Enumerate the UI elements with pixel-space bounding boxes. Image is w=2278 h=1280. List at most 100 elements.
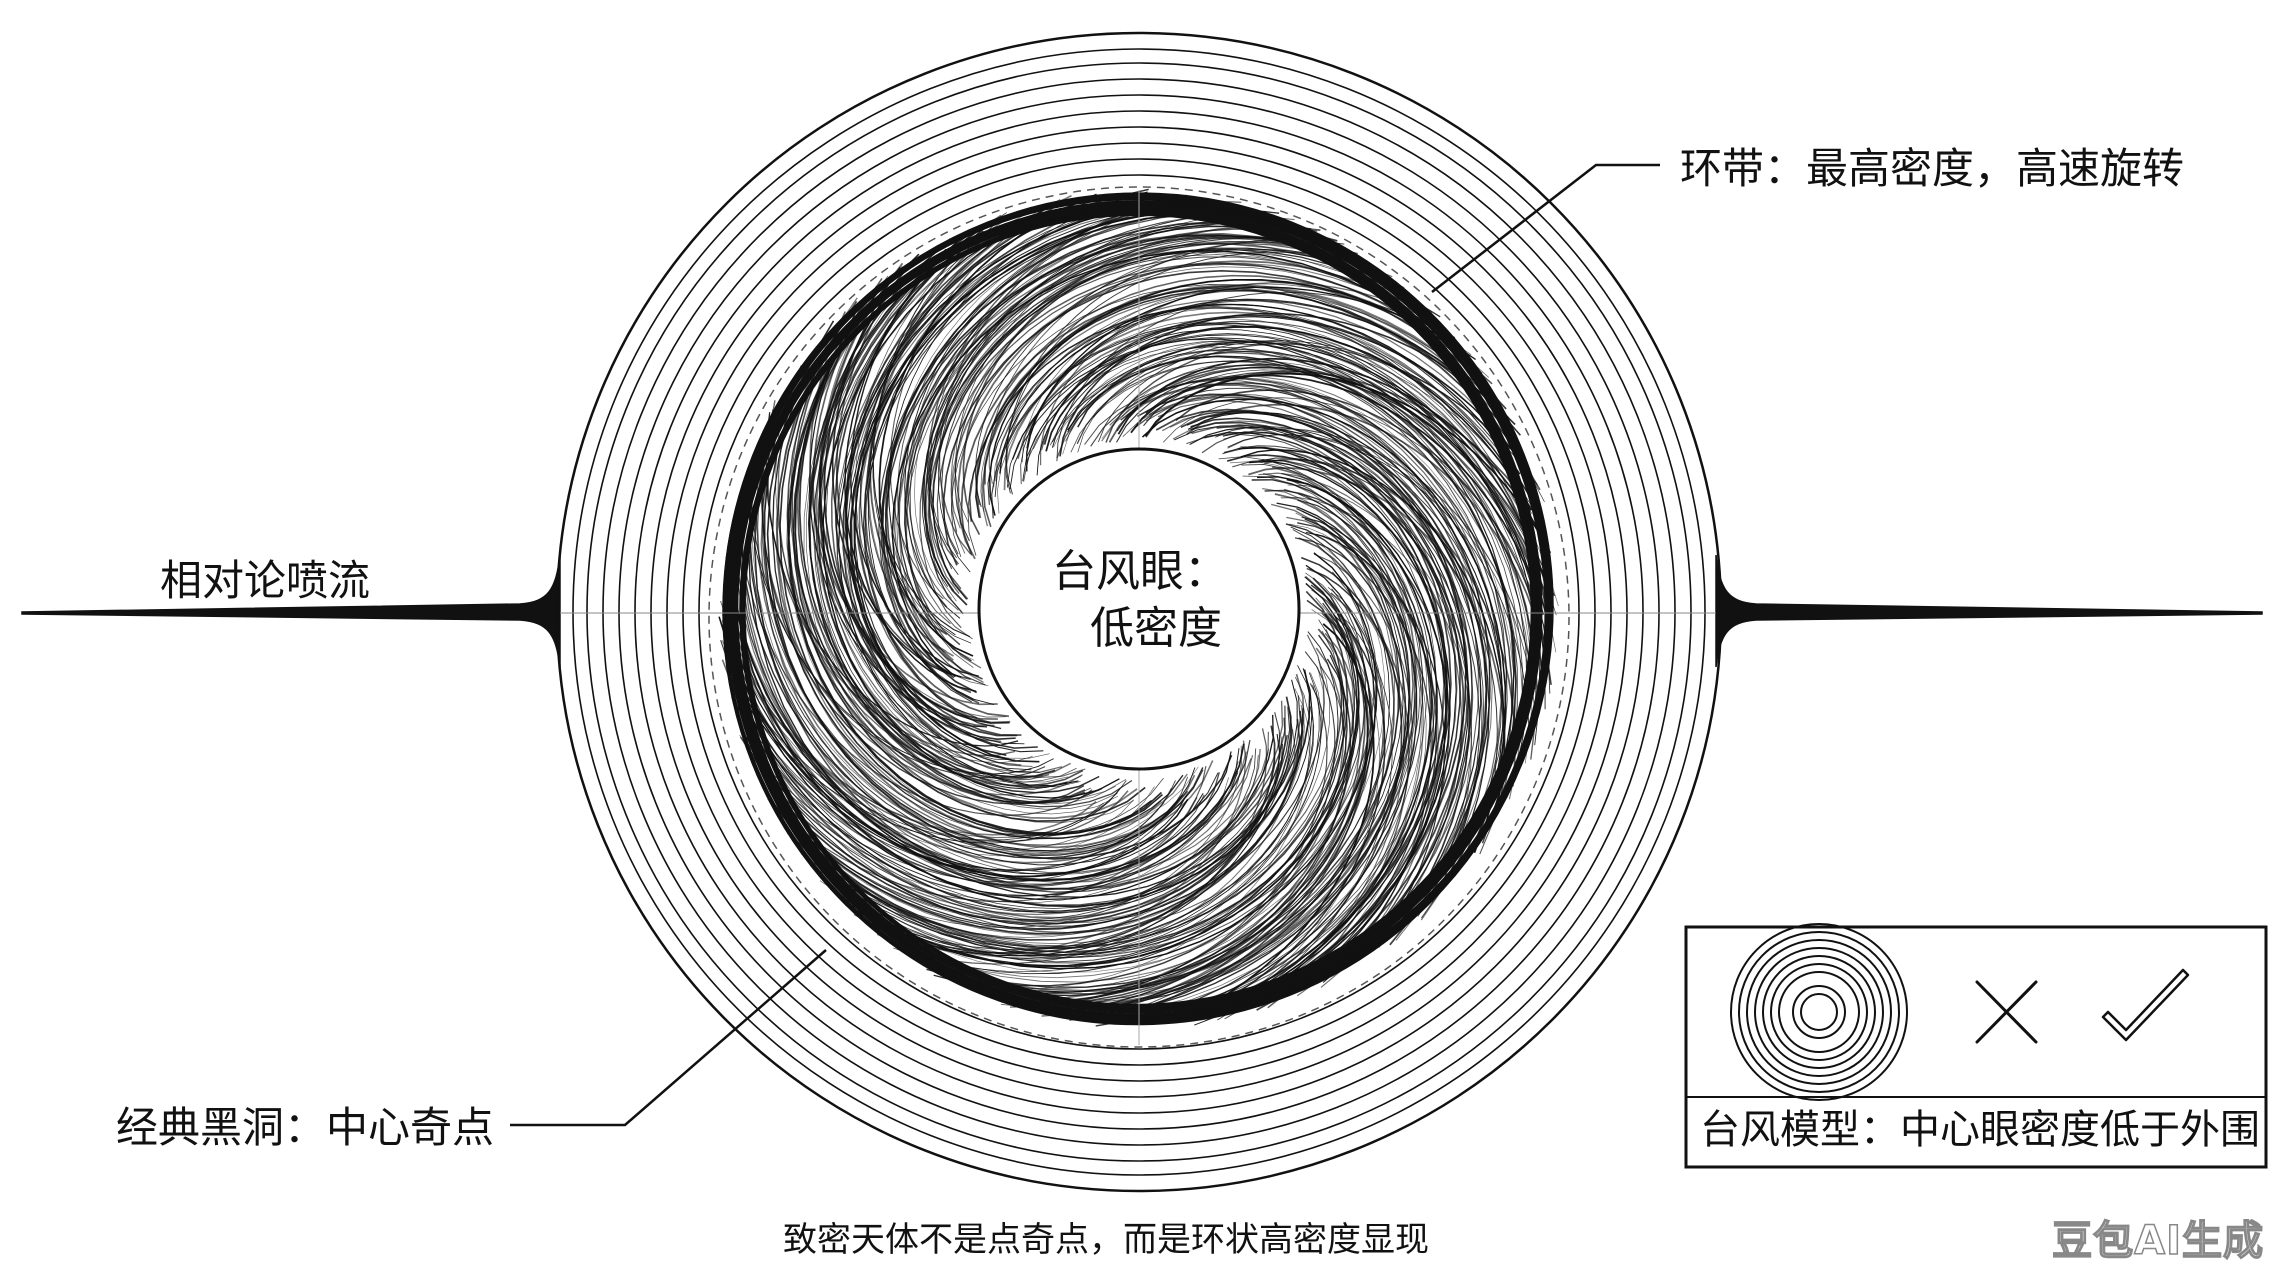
spiral-arc	[723, 605, 1232, 882]
spiral-arc	[981, 290, 1503, 527]
spiral-arc	[789, 743, 1284, 931]
legend-caption: 台风模型：中心眼密度低于外围	[1700, 1107, 2260, 1153]
spiral-arc	[1315, 533, 1439, 947]
spiral-arc	[767, 400, 1016, 757]
spiral-arc	[1201, 428, 1536, 690]
spiral-arc	[937, 211, 1267, 573]
outer-ring	[555, 31, 1723, 1193]
legend-ring	[1770, 963, 1868, 1061]
spiral-arc	[1013, 612, 1369, 1008]
spiral-arc	[1001, 628, 1355, 1004]
spiral-arc	[938, 197, 1163, 555]
spiral-arc	[1227, 434, 1530, 732]
spiral-arc	[857, 582, 1358, 968]
spiral-arc	[999, 303, 1521, 475]
spiral-arc	[734, 630, 1239, 885]
spiral-arc	[819, 275, 1006, 718]
spiral-arc	[1053, 348, 1533, 764]
spiral-arc	[731, 696, 1176, 872]
spiral-arc	[1226, 454, 1471, 928]
spiral-arc	[1069, 587, 1386, 1021]
outer-ring	[602, 78, 1676, 1146]
legend-box	[1684, 923, 2268, 1169]
spiral-arc	[1287, 484, 1472, 917]
spiral-arc	[836, 282, 971, 680]
spiral-arc	[813, 212, 1056, 790]
spiral-arc	[1005, 251, 1362, 494]
legend-ring	[1778, 971, 1860, 1053]
typhoon-eye	[977, 447, 1301, 771]
spiral-arc	[739, 734, 1229, 904]
classic-black-hole-leader-line	[510, 949, 827, 1127]
concentric-rings-icon	[1730, 923, 1908, 1101]
spiral-arc	[1197, 614, 1386, 1017]
spiral-arc	[736, 502, 1093, 816]
spiral-arc	[1294, 537, 1432, 955]
spiral-arc	[1043, 314, 1529, 473]
cross-icon	[1975, 980, 2038, 1044]
spiral-arc	[941, 237, 1320, 555]
spiral-arc	[728, 675, 1121, 844]
spiral-arc	[884, 234, 1360, 679]
legend-ring	[1730, 923, 1908, 1101]
spiral-arc	[1264, 489, 1450, 951]
spiral-arc	[750, 468, 1239, 876]
outer-ring	[698, 174, 1580, 1050]
spiral-arc	[831, 266, 962, 678]
spiral-arc	[962, 225, 1321, 535]
spiral-arc	[788, 590, 1349, 949]
spiral-arc	[809, 311, 998, 706]
spiral-arc	[850, 248, 979, 677]
spiral-arc	[1027, 584, 1372, 1005]
spiral-arc	[721, 620, 1097, 836]
spiral-arc	[1143, 371, 1556, 597]
band-edge-ring	[733, 204, 1543, 1014]
spiral-arc	[1130, 374, 1545, 615]
spiral-arc	[988, 278, 1446, 516]
spiral-arc	[756, 448, 1164, 837]
spiral-arc	[760, 421, 1083, 796]
spiral-arc	[1092, 360, 1518, 855]
spiral-arc	[1074, 488, 1415, 1008]
watermark: 豆包AI生成	[2051, 1217, 2264, 1265]
spiral-arc	[1205, 556, 1403, 1019]
spiral-arc	[740, 729, 1269, 913]
spiral-arc	[1222, 445, 1483, 868]
spiral-arc	[924, 236, 1348, 592]
spiral-arc	[1144, 372, 1545, 542]
spiral-arc	[1186, 403, 1542, 636]
outer-concentric-rings	[555, 31, 1723, 1193]
band-edge-ring	[739, 211, 1537, 1009]
spiral-arc	[1217, 611, 1393, 1021]
spiral-arc	[725, 627, 1134, 851]
spiral-arc	[765, 412, 1019, 747]
ring-band-leader-line	[1431, 163, 1660, 293]
outer-ring	[682, 158, 1596, 1066]
right-jet	[1715, 554, 2263, 668]
spiral-arc	[888, 204, 1159, 661]
spiral-arc	[950, 266, 1490, 532]
spiral-arc	[1088, 589, 1373, 1011]
spiral-arc	[974, 248, 1348, 508]
spiral-arc	[995, 298, 1528, 482]
spiral-arc	[1009, 337, 1528, 778]
outer-ring	[666, 142, 1612, 1082]
spiral-arc	[1258, 457, 1498, 821]
spiral-arc	[743, 738, 1220, 897]
legend-ring	[1754, 947, 1884, 1077]
legend-ring	[1738, 931, 1900, 1093]
spiral-arc	[1240, 449, 1506, 806]
spiral-arc	[1067, 343, 1551, 694]
spiral-arc	[1022, 283, 1472, 463]
spiral-arc	[1141, 398, 1506, 854]
spiral-arc	[862, 207, 1280, 730]
spiral-arc	[1232, 459, 1480, 903]
spiral-arc	[751, 459, 1165, 852]
spiral-arc	[817, 745, 1242, 928]
classic-black-hole-label: 经典黑洞：中心奇点	[116, 1103, 495, 1152]
spiral-arc	[1117, 357, 1552, 554]
spiral-arc	[1121, 360, 1557, 653]
spiral-arc	[737, 680, 1283, 909]
spiral-arc	[786, 265, 1199, 838]
dashed-boundary	[708, 186, 1570, 1048]
